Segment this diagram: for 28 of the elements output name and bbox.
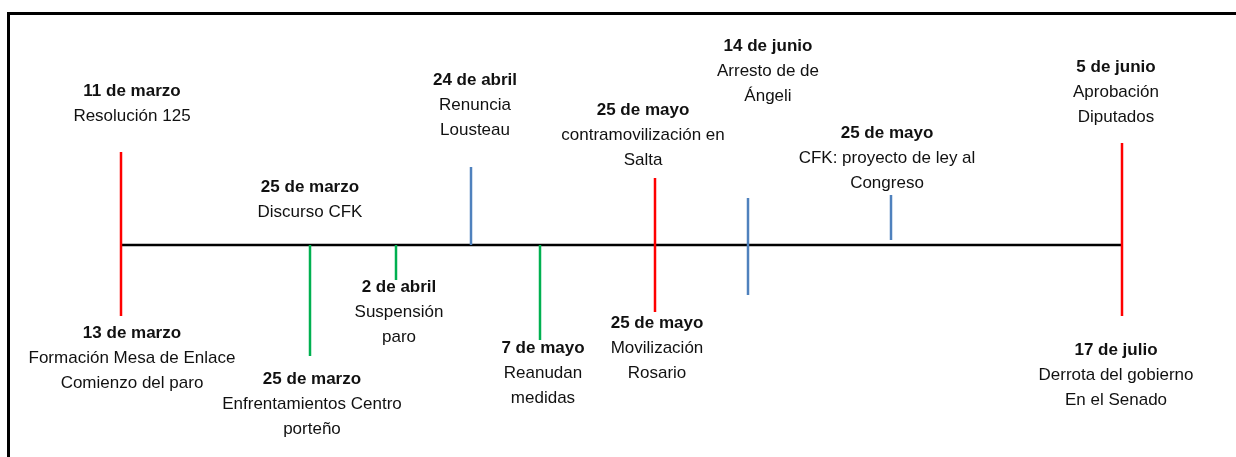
event-date: 7 de mayo <box>501 337 585 359</box>
event-date: 25 de marzo <box>260 176 360 198</box>
event-description: Comienzo del paro <box>60 372 204 394</box>
event-description: Formación Mesa de Enlace <box>28 347 236 369</box>
event-description: Movilización Rosario <box>609 337 705 384</box>
event-date: 11 de marzo <box>83 80 181 102</box>
event-description: Enfrentamientos Centro porteño <box>222 393 402 440</box>
event-description: Arresto de de Ángeli <box>715 60 821 107</box>
event-date: 2 de abril <box>361 276 437 298</box>
event-date: 17 de julio <box>1074 339 1158 361</box>
event-date: 25 de mayo <box>610 312 704 334</box>
event-description: Reanudan medidas <box>502 362 584 409</box>
event-description: contramovilización en Salta <box>560 124 726 171</box>
event-date: 14 de junio <box>723 35 813 57</box>
event-description: Suspensión paro <box>353 301 445 348</box>
event-date: 24 de abril <box>432 69 518 91</box>
event-description: Aprobación Diputados <box>1072 81 1160 128</box>
event-description: Derrota del gobierno <box>1038 364 1194 386</box>
event-description: Resolución 125 <box>73 105 191 127</box>
event-date: 25 de mayo <box>596 99 690 121</box>
event-description: Renuncia Lousteau <box>438 94 512 141</box>
event-description: Discurso CFK <box>257 201 363 223</box>
event-date: 25 de marzo <box>262 368 362 390</box>
event-date: 25 de mayo <box>840 122 934 144</box>
event-description: En el Senado <box>1064 389 1168 411</box>
event-date: 13 de marzo <box>82 322 182 344</box>
event-description: CFK: proyecto de ley al Congreso <box>797 147 977 194</box>
event-date: 5 de junio <box>1076 56 1156 78</box>
